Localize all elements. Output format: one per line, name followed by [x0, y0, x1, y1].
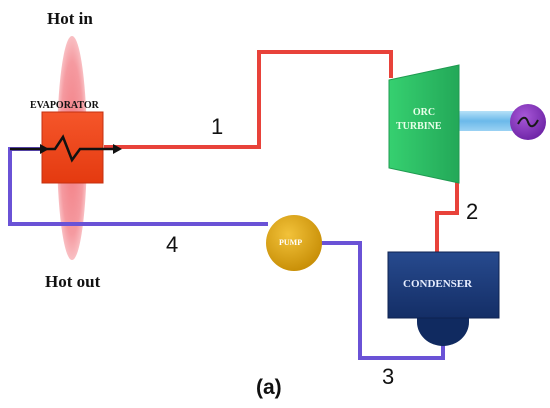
arrow-icon — [40, 144, 49, 154]
sine-wave-icon — [517, 116, 539, 128]
condenser-label: CONDENSER — [403, 278, 473, 290]
condenser-sump — [417, 315, 469, 346]
pump — [266, 215, 322, 271]
pipe-state-1 — [104, 50, 393, 149]
evaporator — [41, 111, 104, 184]
condenser — [387, 251, 500, 319]
state-label-4: 4 — [166, 232, 179, 257]
pump-label: PUMP — [279, 238, 303, 247]
state-label-3: 3 — [382, 364, 395, 389]
state-label-1: 1 — [211, 114, 224, 139]
hot-out-label: Hot out — [45, 272, 101, 291]
turbine-label-line1: ORC — [412, 107, 436, 118]
pipe-state-3 — [320, 241, 445, 360]
pipe-state-2 — [435, 168, 459, 254]
turbine-shaft — [458, 111, 516, 131]
figure-caption: (a) — [256, 376, 282, 399]
arrow-icon — [113, 144, 122, 154]
turbine-label-line2: TURBINE — [396, 121, 442, 132]
state-label-2: 2 — [466, 199, 479, 224]
hot-in-label: Hot in — [47, 9, 93, 28]
orc-turbine — [388, 64, 460, 184]
evaporator-label: EVAPORATOR — [30, 100, 99, 111]
